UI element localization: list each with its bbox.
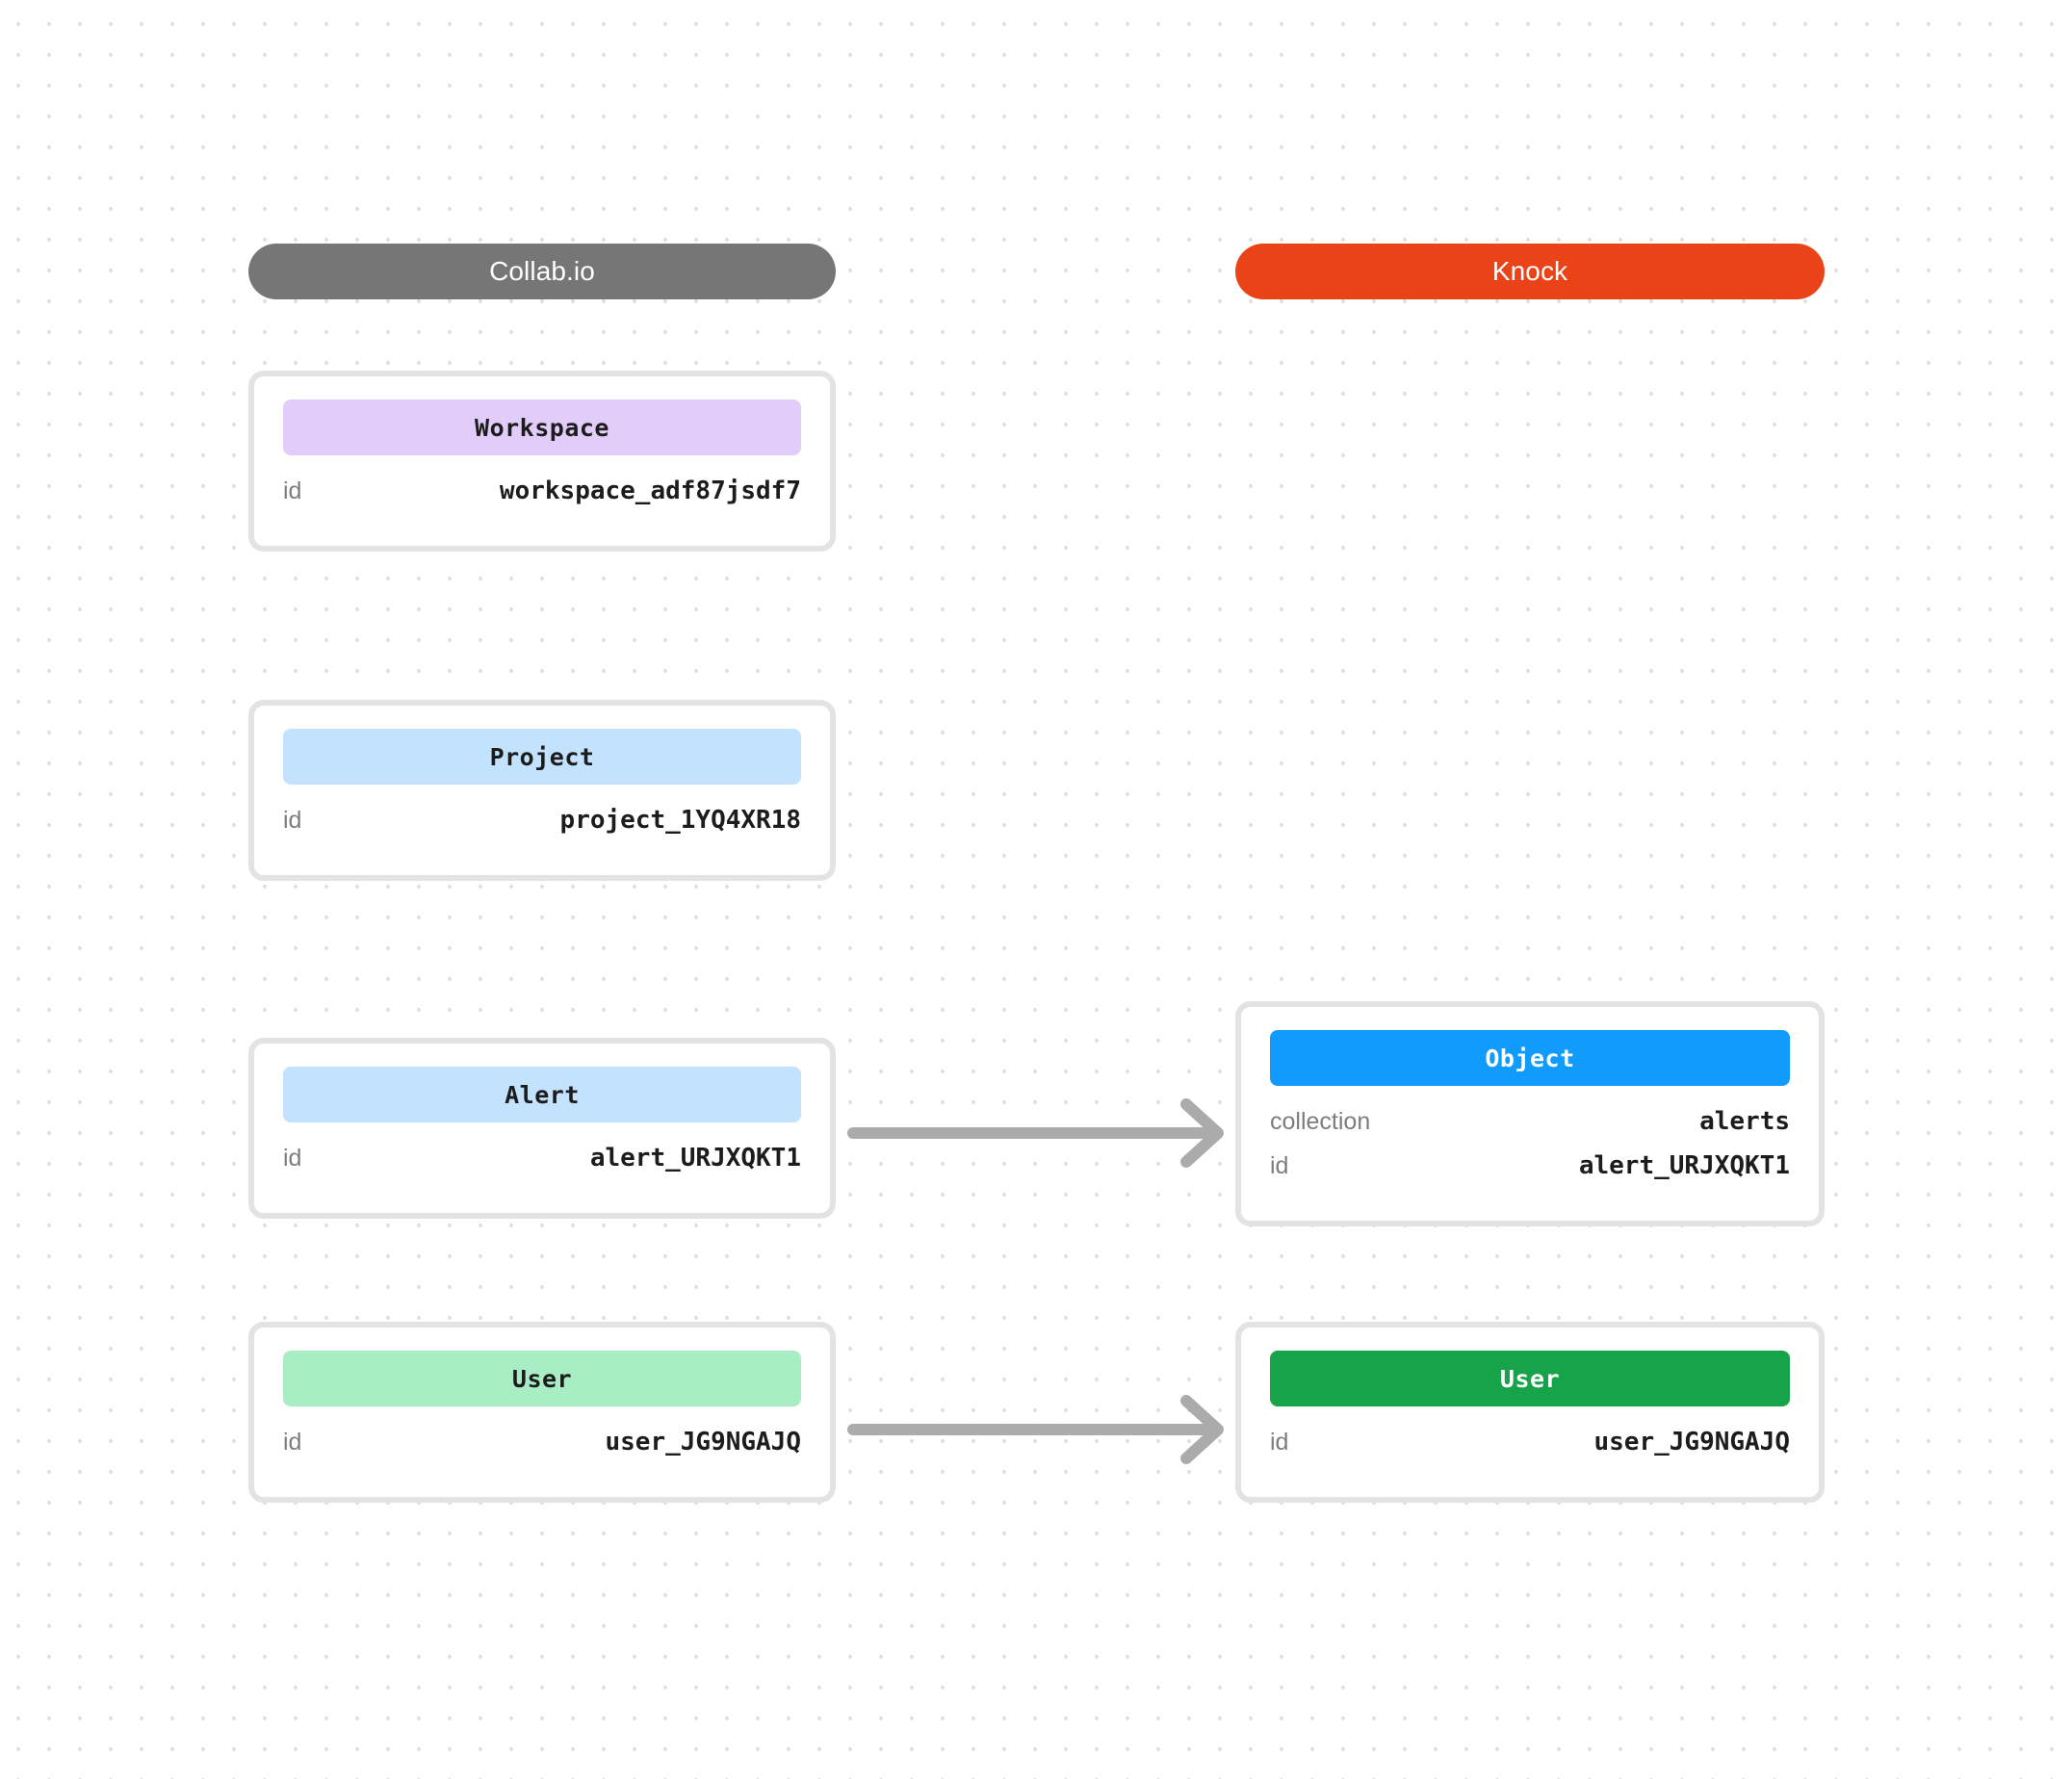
entity-card-workspace-header: Workspace — [283, 400, 801, 455]
field-key: id — [1270, 1152, 1289, 1179]
entity-card-user-collab-header: User — [283, 1351, 801, 1406]
entity-card-object-title: Object — [1485, 1044, 1575, 1072]
entity-card-workspace[interactable]: Workspace id workspace_adf87jsdf7 — [248, 371, 836, 552]
field-key: id — [283, 1429, 302, 1456]
field-value: project_1YQ4XR18 — [559, 806, 801, 835]
entity-card-object-header: Object — [1270, 1030, 1790, 1086]
field-key: id — [283, 477, 302, 504]
field-row: id project_1YQ4XR18 — [283, 806, 801, 850]
field-value: alert_URJXQKT1 — [589, 1144, 801, 1173]
field-row: id user_JG9NGAJQ — [283, 1428, 801, 1472]
entity-card-project-header: Project — [283, 729, 801, 785]
entity-card-user-knock-fields: id user_JG9NGAJQ — [1270, 1428, 1790, 1472]
arrow-alert-to-object — [847, 1098, 1224, 1168]
entity-card-alert-header: Alert — [283, 1067, 801, 1122]
entity-card-user-collab-fields: id user_JG9NGAJQ — [283, 1428, 801, 1472]
field-key: id — [283, 1145, 302, 1172]
field-row: id alert_URJXQKT1 — [1270, 1151, 1790, 1196]
entity-card-project-fields: id project_1YQ4XR18 — [283, 806, 801, 850]
entity-card-alert[interactable]: Alert id alert_URJXQKT1 — [248, 1038, 836, 1219]
entity-card-user-collab[interactable]: User id user_JG9NGAJQ — [248, 1322, 836, 1503]
entity-card-project[interactable]: Project id project_1YQ4XR18 — [248, 700, 836, 881]
field-value: alerts — [1699, 1107, 1790, 1136]
field-value: workspace_adf87jsdf7 — [499, 477, 801, 505]
entity-card-workspace-fields: id workspace_adf87jsdf7 — [283, 477, 801, 521]
field-value: alert_URJXQKT1 — [1578, 1151, 1790, 1180]
system-pill-knock[interactable]: Knock — [1235, 244, 1825, 299]
entity-card-project-title: Project — [489, 742, 595, 771]
entity-card-user-knock[interactable]: User id user_JG9NGAJQ — [1235, 1322, 1825, 1503]
entity-card-user-collab-title: User — [511, 1364, 573, 1393]
system-pill-knock-label: Knock — [1491, 256, 1568, 286]
field-key: collection — [1270, 1108, 1371, 1135]
field-row: id user_JG9NGAJQ — [1270, 1428, 1790, 1472]
field-row: collection alerts — [1270, 1107, 1790, 1151]
field-value: user_JG9NGAJQ — [1593, 1428, 1791, 1457]
entity-card-alert-fields: id alert_URJXQKT1 — [283, 1144, 801, 1188]
arrow-head — [1180, 1395, 1224, 1464]
arrow-user-to-user — [847, 1395, 1224, 1464]
field-row: id workspace_adf87jsdf7 — [283, 477, 801, 521]
arrow-head — [1180, 1098, 1224, 1168]
field-value: user_JG9NGAJQ — [605, 1428, 802, 1457]
field-key: id — [1270, 1429, 1289, 1456]
entity-card-object[interactable]: Object collection alerts id alert_URJXQK… — [1235, 1001, 1825, 1226]
entity-card-object-fields: collection alerts id alert_URJXQKT1 — [1270, 1107, 1790, 1196]
entity-card-user-knock-title: User — [1499, 1364, 1561, 1393]
field-row: id alert_URJXQKT1 — [283, 1144, 801, 1188]
entity-card-alert-title: Alert — [505, 1080, 580, 1109]
entity-card-workspace-title: Workspace — [475, 413, 609, 442]
entity-card-user-knock-header: User — [1270, 1351, 1790, 1406]
field-key: id — [283, 807, 302, 834]
system-pill-collab-label: Collab.io — [489, 256, 595, 286]
system-pill-collab[interactable]: Collab.io — [248, 244, 836, 299]
